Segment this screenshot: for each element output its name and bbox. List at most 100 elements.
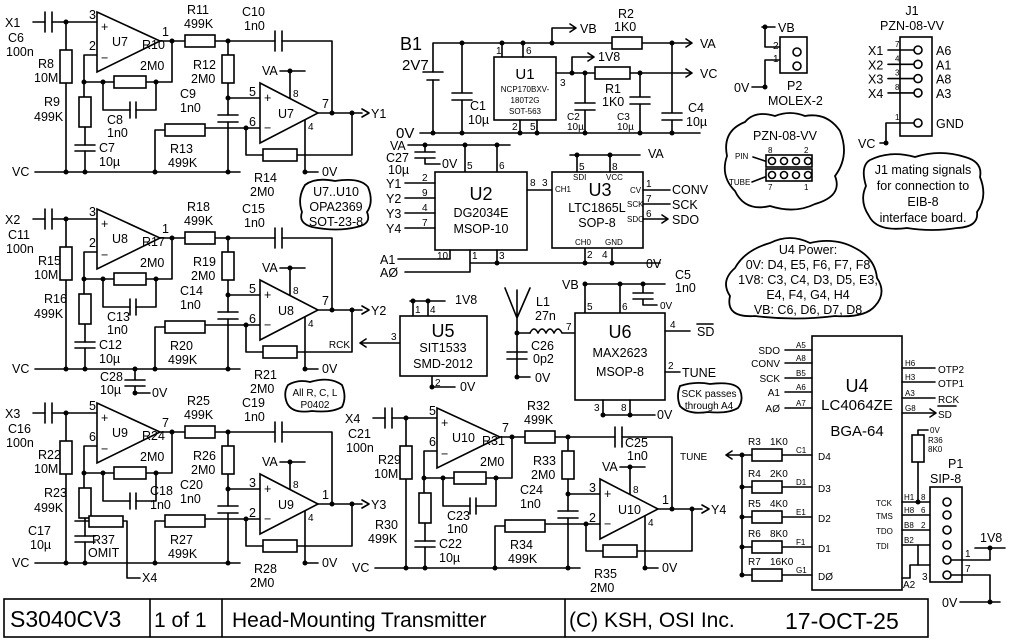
output-arrow-icon <box>361 499 370 509</box>
u4-net: SCK <box>759 374 780 385</box>
junction-dot <box>100 79 106 85</box>
rh-name: R35 <box>594 567 617 581</box>
pin-label: 6 <box>249 312 256 326</box>
pin-label: 3 <box>560 78 566 89</box>
pin-label: 2 <box>249 506 256 520</box>
pin-label: B2 <box>904 536 914 545</box>
note-line: 0V: D4, E5, F6, F7, F8 <box>746 258 871 272</box>
pin-label: 1 <box>965 549 971 560</box>
pin-label: 6 <box>499 161 505 172</box>
note-line: All R, C, L <box>292 388 337 399</box>
cin-name: C11 <box>8 228 30 242</box>
note-line: 1V8: C3, C4, D3, D5, E3, <box>738 273 878 287</box>
rf-name: R10 <box>142 38 165 52</box>
pin-label: A7 <box>796 399 806 408</box>
junction-dot <box>152 169 158 175</box>
pin-label: 8 <box>633 485 639 496</box>
opamp-a <box>96 10 162 74</box>
power-supply: B1 2V7 0V C1 10µ U1 NCP170BXV- 180T2G SO… <box>396 7 717 142</box>
r37-name: R37 <box>92 533 115 547</box>
rs-name: R32 <box>527 399 550 413</box>
feedback-capacitor <box>469 497 477 515</box>
net-va: VA <box>262 455 278 469</box>
gain-feedback-resistor <box>262 148 298 162</box>
gain-resistor <box>164 123 206 137</box>
coupling-capacitor <box>274 227 283 249</box>
junction-dot <box>565 565 571 571</box>
junction-dot <box>225 486 231 492</box>
pin-label: 7 <box>322 294 329 308</box>
pin-label: 1 <box>662 493 669 507</box>
u4-net: CONV <box>751 359 780 370</box>
input-capacitor <box>44 11 53 33</box>
c1-name: C1 <box>470 99 486 113</box>
net-0v: 0V <box>442 157 458 171</box>
net-0v: 0V <box>152 386 168 400</box>
pin-label: 3 <box>89 205 96 219</box>
rg-name: R20 <box>170 339 193 353</box>
junction-dot <box>63 410 69 416</box>
j1-part: PZN-08-VV <box>880 19 945 33</box>
ground-capacitor <box>74 144 96 152</box>
junction-dot <box>403 565 409 571</box>
junction-dot <box>287 265 293 271</box>
note-line: interface board. <box>880 211 967 225</box>
tube-row-label: TUBE <box>729 178 750 187</box>
pin-label: 7 <box>422 218 428 229</box>
rg-name: R34 <box>510 538 533 552</box>
junction-dot <box>225 169 231 175</box>
rb-name: R9 <box>44 95 60 109</box>
dac-resistor-name: R7 <box>748 557 761 568</box>
pzn-title: PZN-08-VV <box>753 129 818 143</box>
pin-label: 4 <box>422 203 428 214</box>
rh-name: R21 <box>254 368 277 382</box>
rf-value: 2M0 <box>480 455 504 469</box>
cf-name: C23 <box>447 509 470 523</box>
pin-label: A8 <box>796 354 806 363</box>
pin-label: 8 <box>895 83 900 92</box>
filter-stage-3: +−+−X3C16100nR2210MR23499KC1710µU9567R24… <box>5 394 386 590</box>
ground-capacitor <box>414 540 436 548</box>
pin-label: 2 <box>587 250 593 261</box>
input-net: X3 <box>5 407 20 421</box>
junction-dot <box>225 235 231 241</box>
pin-label: 2 <box>668 361 674 372</box>
dac-resistor-value: 8K0 <box>770 529 788 540</box>
cf-value: 1n0 <box>150 498 171 512</box>
rf-value: 2M0 <box>140 450 164 464</box>
junction-dot <box>349 307 355 313</box>
junction-dot <box>669 506 675 512</box>
pin-label: H1 <box>904 493 915 502</box>
pin-label: 2 <box>921 521 926 530</box>
r2-value: 1K0 <box>614 20 636 34</box>
pin-label: 6 <box>89 430 96 444</box>
shunt-capacitor <box>217 311 239 320</box>
l1-name: L1 <box>536 295 550 309</box>
j1-net: X2 <box>868 58 883 72</box>
cin-name: C6 <box>8 31 24 45</box>
cin-value: 100n <box>6 242 34 256</box>
junction-dot <box>225 429 231 435</box>
pin-label: 6 <box>526 46 532 57</box>
net-vb: VB <box>580 22 597 36</box>
filter-stage-2: +−+−X2C11100nR1510MR16499KC1210µU8321R17… <box>5 200 386 396</box>
polarity-mark: − <box>101 248 108 262</box>
l1-value: 27n <box>535 309 556 323</box>
output-arrow-icon <box>361 305 370 315</box>
net-0v: 0V <box>734 81 750 95</box>
pin-label: 4 <box>308 122 314 133</box>
cd-name: C9 <box>180 87 196 101</box>
ground-resistor <box>78 96 92 128</box>
note-line: through A4 <box>685 401 734 412</box>
opamp-b-name: U10 <box>618 503 641 517</box>
dac-resistor <box>751 568 783 582</box>
pin-socket <box>913 59 923 70</box>
pin-label: H8 <box>904 506 915 515</box>
jtag-signal: TDO <box>876 527 893 536</box>
pin-label: 2 <box>89 39 96 53</box>
gain-feedback-resistor <box>262 345 298 359</box>
co-name: C10 <box>242 5 265 19</box>
polarity-mark: − <box>264 512 271 526</box>
rd-name: R33 <box>533 454 556 468</box>
jtag-signal: TMS <box>876 512 893 521</box>
